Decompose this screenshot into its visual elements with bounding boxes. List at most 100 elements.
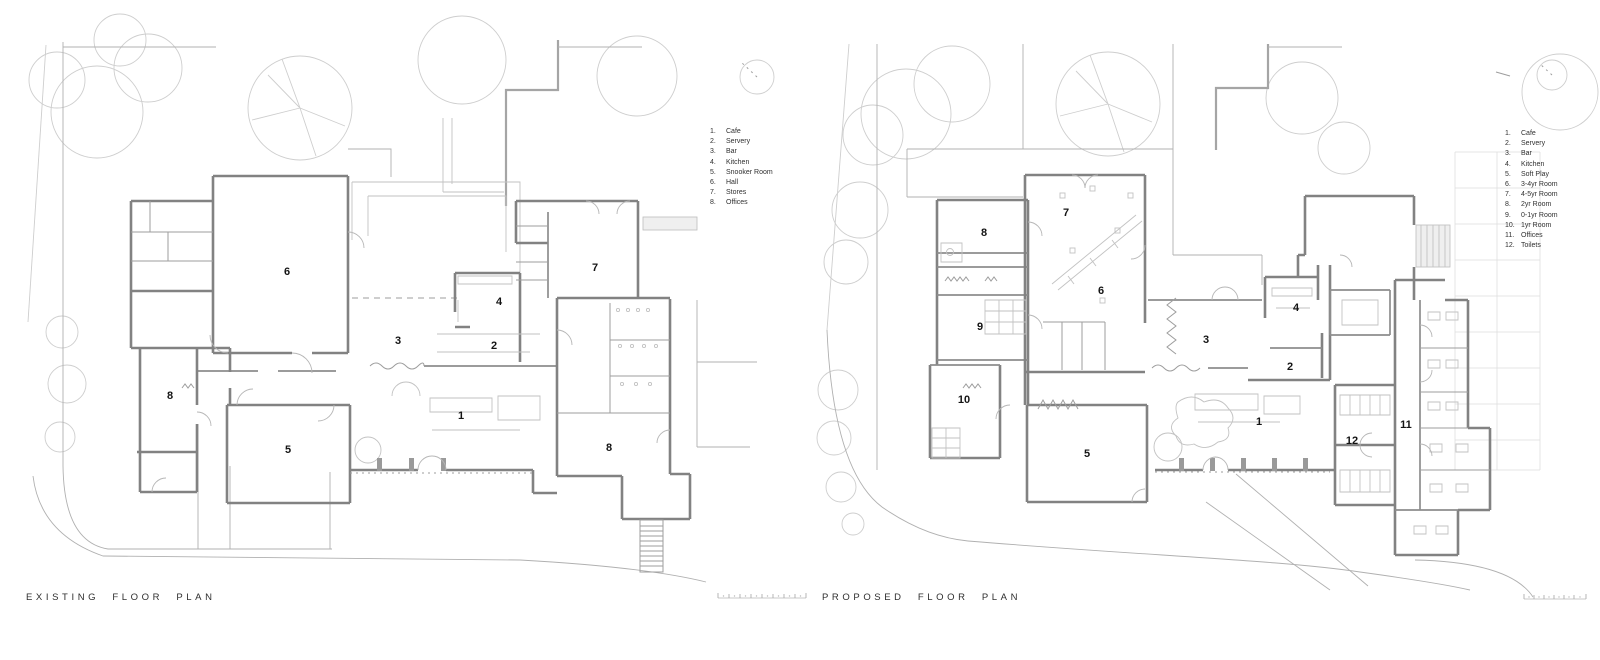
room-number-label: 3	[1203, 334, 1209, 346]
legend-item-label: Bar	[1521, 150, 1532, 158]
legend-item: 5. Snooker Room	[710, 168, 773, 178]
room-number-label: 2	[1287, 361, 1293, 373]
legend-item-number: 8.	[1505, 201, 1511, 209]
room-number-label: 12	[1346, 435, 1358, 447]
legend-item-number: 6.	[1505, 181, 1511, 189]
room-number-label: 1	[458, 410, 464, 422]
legend-item-label: Servery	[1521, 140, 1546, 148]
site-boundary	[826, 44, 1541, 598]
legend-item-number: 3.	[710, 148, 716, 156]
legend-item-number: 1.	[1505, 130, 1511, 137]
proposed-room-labels: 8 7 6 9 10 3 4 2 1 12 11 5	[958, 207, 1412, 460]
legend-item-number: 12.	[1505, 242, 1515, 250]
legend-item-number: 10.	[1505, 221, 1515, 229]
legend-item-label: Offices	[1521, 232, 1543, 240]
proposed-plan-title: PROPOSED FLOOR PLAN	[822, 592, 1022, 603]
room-number-label: 6	[284, 266, 290, 278]
fixtures	[350, 307, 659, 474]
north-point-icon	[1495, 59, 1568, 91]
legend-item-label: Stores	[726, 189, 747, 197]
legend-item: 1.Cafe	[1505, 129, 1558, 139]
legend-item-label: Snooker Room	[726, 168, 773, 176]
legend-item-label: 3-4yr Room	[1521, 181, 1558, 189]
scale-bar	[717, 593, 807, 599]
north-point-icon	[739, 59, 775, 95]
fixtures	[931, 185, 1469, 535]
legend-item: 4. Kitchen	[710, 158, 773, 168]
door-arcs	[151, 200, 671, 493]
external-stairs	[639, 519, 664, 573]
room-number-label: 3	[395, 335, 401, 347]
room-number-label: 9	[977, 321, 983, 333]
legend-item-label: Servery	[726, 138, 751, 146]
legend-item: 12. Toilets	[1505, 241, 1558, 251]
legend-item-number: 5.	[710, 168, 716, 176]
room-number-label: 7	[1063, 207, 1069, 219]
door-arcs	[995, 174, 1433, 503]
legend-item: 7. Stores	[710, 188, 773, 198]
legend-item-label: Hall	[726, 179, 739, 187]
legend-item-label: 0-1yr Room	[1521, 211, 1558, 219]
legend-item: 10. 1yr Room	[1505, 221, 1558, 231]
site-boundary	[32, 40, 757, 583]
room-number-label: 8	[981, 227, 987, 239]
legend-item-label: Kitchen	[726, 158, 750, 166]
legend-item: 7. 4-5yr Room	[1505, 190, 1558, 200]
legend-item-number: 9.	[1505, 211, 1511, 219]
rear-yard	[351, 181, 521, 299]
legend-item-label: Bar	[726, 148, 737, 156]
trees	[27, 13, 678, 453]
room-number-label: 8	[606, 442, 612, 454]
scale-bar	[1523, 594, 1587, 600]
legend-item-label: Offices	[726, 199, 748, 207]
legend-item-number: 2.	[1505, 140, 1511, 148]
trees	[816, 43, 1599, 536]
existing-plan-title: EXISTING FLOOR PLAN	[26, 592, 216, 603]
legend-item-number: 5.	[1505, 170, 1511, 178]
legend-item-label: 1yr Room	[1521, 221, 1552, 229]
room-number-label: 2	[491, 340, 497, 352]
legend-item-label: 2yr Room	[1521, 201, 1552, 209]
legend-item-number: 8.	[710, 199, 716, 207]
building-walls	[129, 174, 698, 521]
legend-item-number: 6.	[710, 179, 716, 187]
room-number-label: 1	[1256, 416, 1262, 428]
room-number-label: 8	[167, 390, 173, 402]
existing-legend: 1. Cafe 2.Servery 3. Bar 4. Kitchen 5. Snook…	[710, 127, 773, 209]
legend-item-label: Kitchen	[1521, 160, 1545, 168]
room-number-label: 4	[1293, 302, 1300, 314]
legend-item-number: 3.	[1505, 150, 1511, 158]
legend-item-label: 4-5yr Room	[1521, 191, 1558, 199]
legend-item: 1. Cafe	[710, 127, 773, 137]
room-number-label: 5	[1084, 448, 1090, 460]
legend-item: 9. 0-1yr Room	[1505, 211, 1558, 221]
proposed-legend: 1.Cafe 2. Servery 3. Bar 4.Kitchen 5. Soft …	[1505, 129, 1558, 251]
legend-item-label: Toilets	[1521, 242, 1541, 250]
legend-item: 5. Soft Play	[1505, 170, 1558, 180]
legend-item: 11. Offices	[1505, 231, 1558, 241]
legend-item: 6. Hall	[710, 178, 773, 188]
room-number-label: 6	[1098, 285, 1104, 297]
legend-item: 3. Bar	[710, 147, 773, 157]
legend-item-number: 4.	[710, 158, 716, 166]
proposed-floor-plan-drawing: 8 7 6 9 10 3 4 2 1 12 11 5	[816, 43, 1599, 598]
room-number-label: 11	[1400, 419, 1412, 431]
legend-item-number: 7.	[710, 189, 716, 197]
legend-item: 8. 2yr Room	[1505, 200, 1558, 210]
legend-item-number: 1.	[710, 128, 716, 135]
legend-item: 3. Bar	[1505, 149, 1558, 159]
legend-item: 2.Servery	[710, 137, 773, 147]
room-number-label: 5	[285, 444, 291, 456]
legend-item-number: 7.	[1505, 191, 1511, 199]
legend-item-label: Cafe	[726, 128, 741, 135]
legend-item: 4.Kitchen	[1505, 160, 1558, 170]
legend-item-label: Soft Play	[1521, 170, 1550, 178]
room-number-label: 7	[592, 262, 598, 274]
room-number-label: 10	[958, 394, 970, 406]
legend-item: 8. Offices	[710, 198, 773, 208]
legend-item-number: 11.	[1505, 232, 1515, 240]
legend-item: 2. Servery	[1505, 139, 1558, 149]
